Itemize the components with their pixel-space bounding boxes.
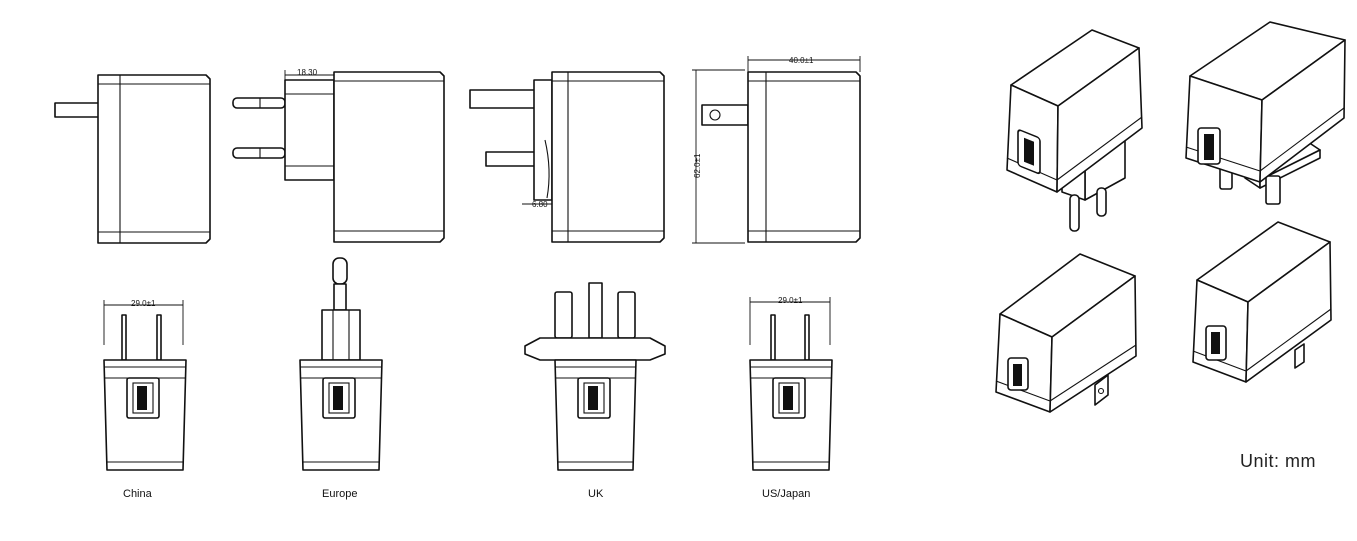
iso-china-adapter [995, 253, 1137, 413]
dim-depth: 40.0±1 [789, 56, 814, 65]
iso-europe-adapter [1006, 29, 1143, 232]
dim-width-us: 29.0±1 [778, 296, 803, 305]
us-front-view: 29.0±1 [749, 296, 833, 471]
uk-front-view [524, 282, 666, 471]
uk-side-view: 6.80 [469, 71, 665, 243]
label-us-japan: US/Japan [762, 488, 811, 500]
iso-uk-adapter [1185, 21, 1346, 205]
dim-width-china: 29.0±1 [131, 299, 156, 308]
dim-uk-offset: 6.80 [532, 200, 548, 209]
us-side-view: 62.0±1 40.0±1 [692, 56, 861, 244]
dim-plug-depth: 18.30 [297, 68, 318, 77]
china-front-view: 29.0±1 [103, 299, 187, 471]
europe-front-view [299, 257, 383, 471]
label-europe: Europe [322, 488, 358, 500]
europe-side-view: 18.30 [232, 68, 445, 243]
dim-height: 62.0±1 [693, 153, 702, 178]
iso-us-adapter [1192, 221, 1332, 383]
label-uk: UK [588, 488, 604, 500]
unit-label: Unit: mm [1240, 451, 1316, 471]
label-china: China [123, 488, 152, 500]
china-side-view [54, 74, 211, 244]
